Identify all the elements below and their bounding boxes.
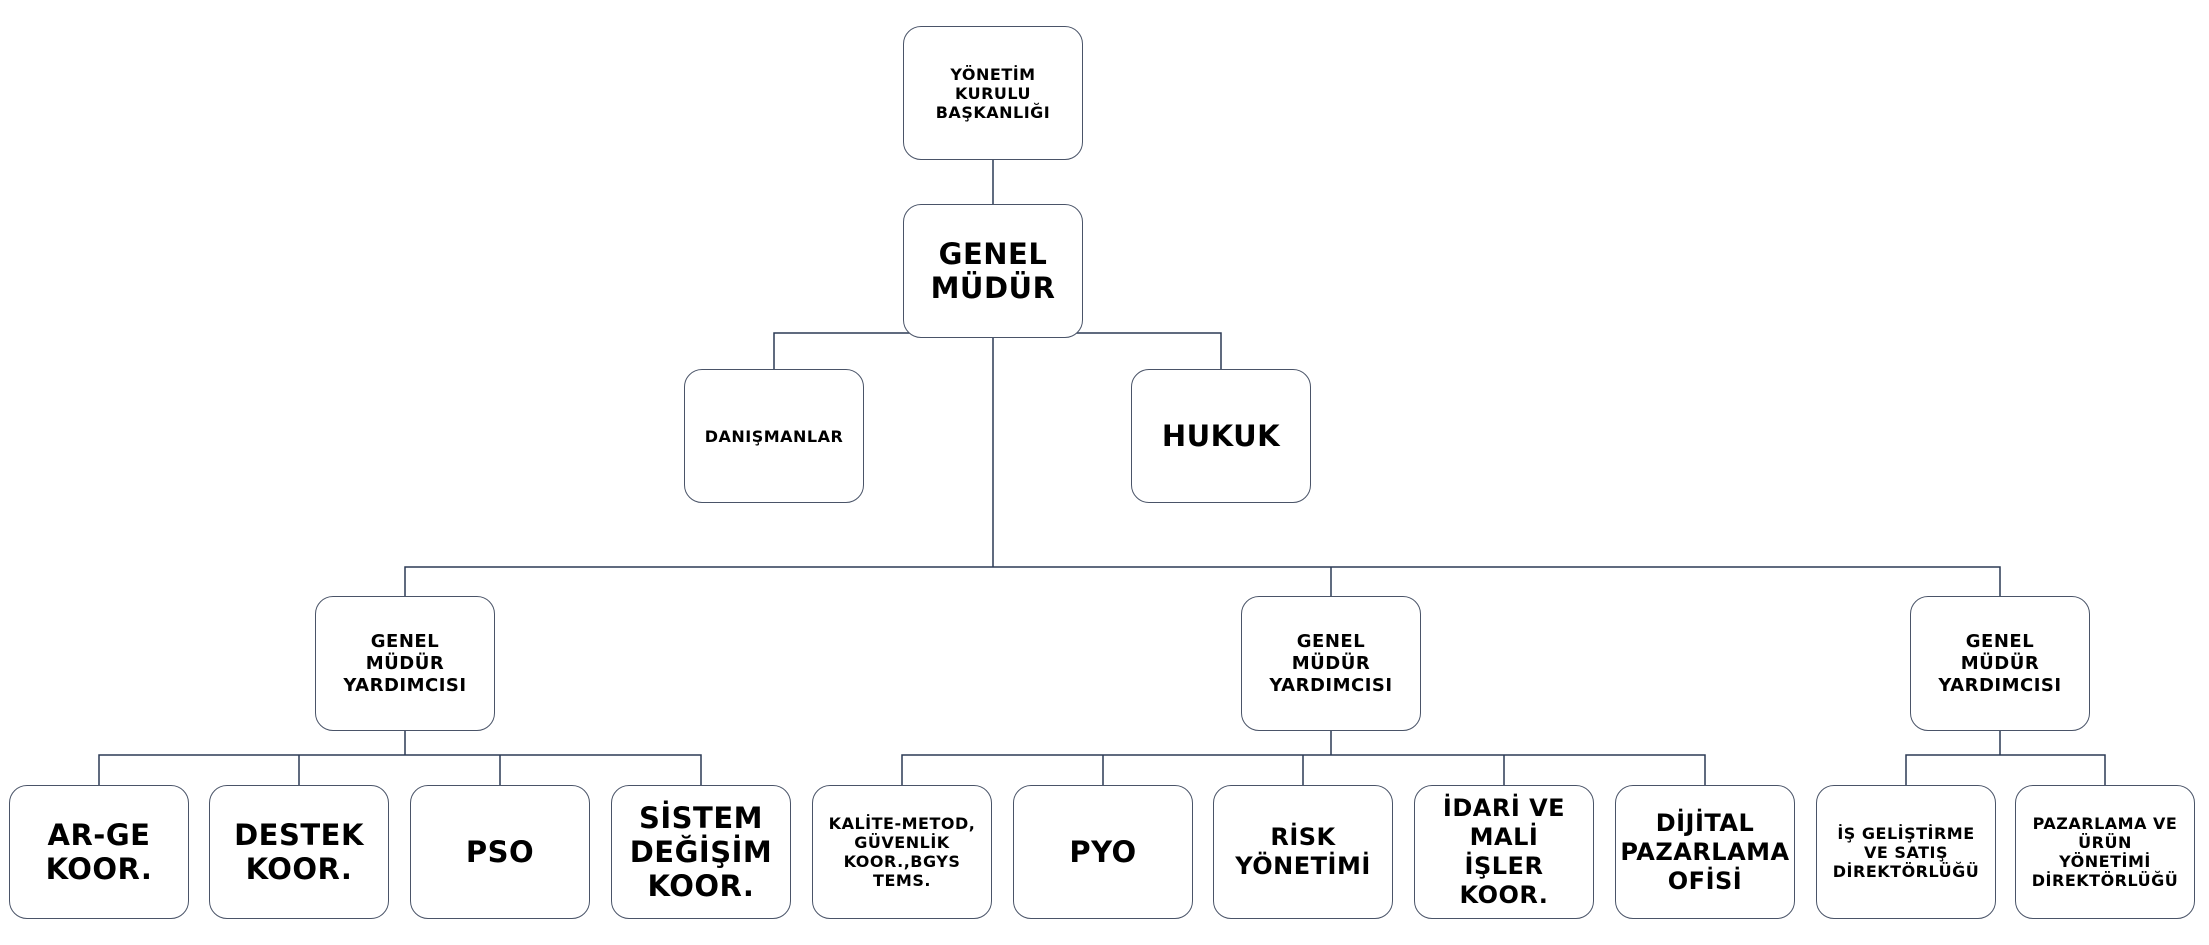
connector-gm-staff [773,332,1222,369]
board-chairmanship-label: YÖNETİM KURULU BAŞKANLIĞI [935,64,1051,122]
pso-box: PSO [410,785,590,919]
risk-management-box: RİSK YÖNETİMİ [1213,785,1393,919]
digital-marketing-office-box: DİJİTAL PAZARLAMA OFİSİ [1615,785,1795,919]
legal-box: HUKUK [1131,369,1311,503]
deputy-gm-3-box: GENEL MÜDÜR YARDIMCISI [1910,596,2090,731]
deputy-gm-3-label: GENEL MÜDÜR YARDIMCISI [1938,630,2062,696]
deputy-gm-2-box: GENEL MÜDÜR YARDIMCISI [1241,596,1421,731]
rnd-coordination-label: AR-GE KOOR. [45,818,153,886]
support-coordination-label: DESTEK KOOR. [234,818,364,886]
quality-method-label: KALİTE-METOD, GÜVENLİK KOOR.,BGYS TEMS. [828,814,976,890]
business-development-sales-box: İŞ GELİŞTİRME VE SATIŞ DİREKTÖRLÜĞÜ [1816,785,1996,919]
deputy-gm-1-label: GENEL MÜDÜR YARDIMCISI [343,630,467,696]
general-manager-box: GENEL MÜDÜR [903,204,1083,338]
pyo-label: PYO [1069,835,1137,869]
connector-dgm1-children [98,731,702,785]
quality-method-box: KALİTE-METOD, GÜVENLİK KOOR.,BGYS TEMS. [812,785,992,919]
risk-management-label: RİSK YÖNETİMİ [1235,823,1371,880]
admin-finance-coordination-box: İDARİ VE MALİ İŞLER KOOR. [1414,785,1594,919]
legal-label: HUKUK [1161,419,1281,453]
deputy-gm-2-label: GENEL MÜDÜR YARDIMCISI [1269,630,1393,696]
connector-dgm3-children [1905,731,2106,785]
marketing-product-management-label: PAZARLAMA VE ÜRÜN YÖNETİMİ DİREKTÖRLÜĞÜ [2031,814,2179,890]
pso-label: PSO [465,835,535,869]
advisors-label: DANIŞMANLAR [704,426,844,446]
business-development-sales-label: İŞ GELİŞTİRME VE SATIŞ DİREKTÖRLÜĞÜ [1832,823,1980,881]
support-coordination-box: DESTEK KOOR. [209,785,389,919]
connector-dgm2-children [901,731,1706,785]
admin-finance-coordination-label: İDARİ VE MALİ İŞLER KOOR. [1442,794,1566,909]
digital-marketing-office-label: DİJİTAL PAZARLAMA OFİSİ [1620,808,1790,895]
marketing-product-management-box: PAZARLAMA VE ÜRÜN YÖNETİMİ DİREKTÖRLÜĞÜ [2015,785,2195,919]
connector-deputies [404,566,2001,596]
rnd-coordination-box: AR-GE KOOR. [9,785,189,919]
general-manager-label: GENEL MÜDÜR [930,237,1056,305]
system-change-coordination-label: SİSTEM DEĞİŞİM KOOR. [629,801,773,903]
pyo-box: PYO [1013,785,1193,919]
advisors-box: DANIŞMANLAR [684,369,864,503]
board-chairmanship-box: YÖNETİM KURULU BAŞKANLIĞI [903,26,1083,160]
system-change-coordination-box: SİSTEM DEĞİŞİM KOOR. [611,785,791,919]
deputy-gm-1-box: GENEL MÜDÜR YARDIMCISI [315,596,495,731]
